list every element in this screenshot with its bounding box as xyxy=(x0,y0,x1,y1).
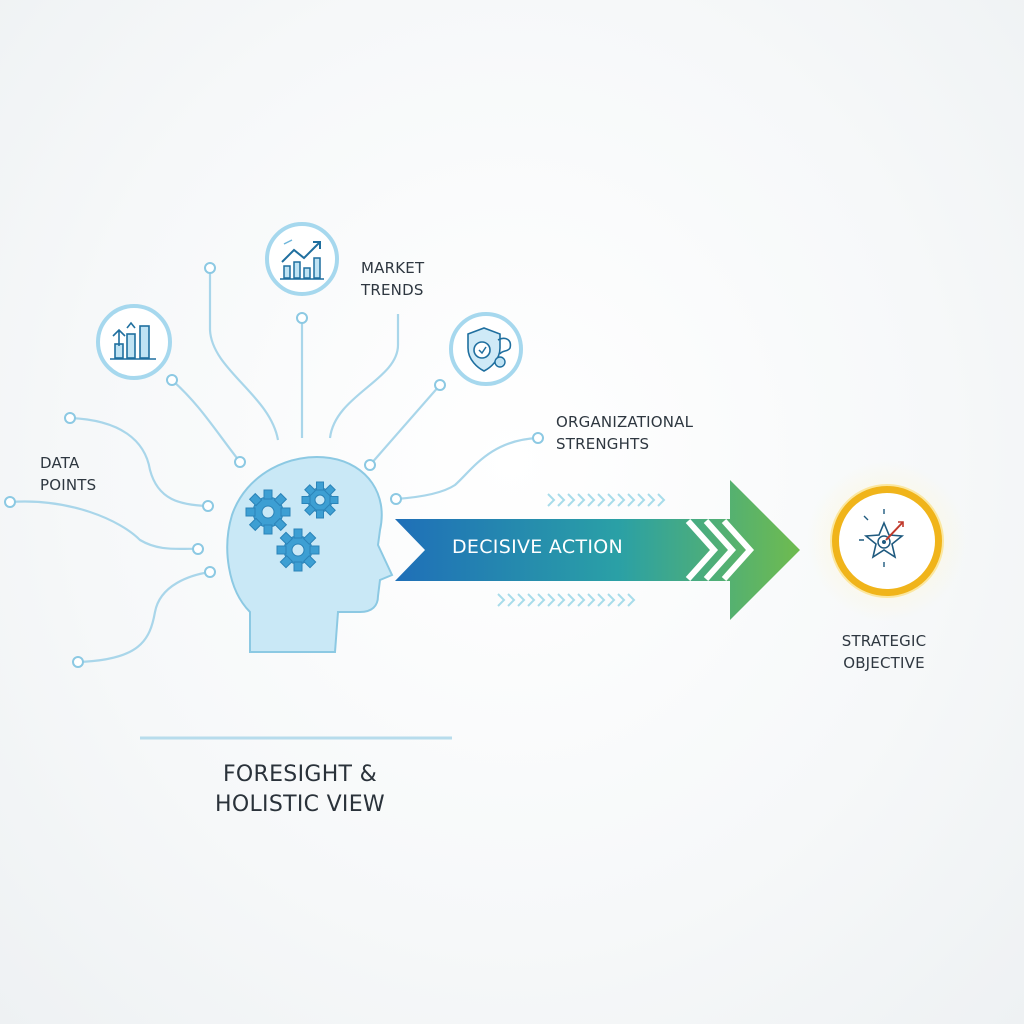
connector-node xyxy=(532,432,544,444)
connector-line xyxy=(395,436,539,501)
label-strategic-objective: STRATEGIC OBJECTIVE xyxy=(834,630,934,674)
connector-node xyxy=(4,496,16,508)
connector-node xyxy=(434,379,446,391)
connector-line xyxy=(369,384,441,466)
label-line: POINTS xyxy=(40,476,97,494)
chevron-trail-top xyxy=(547,493,666,507)
label-data-points: DATA POINTS xyxy=(40,452,96,496)
connector-node xyxy=(64,412,76,424)
connector-node xyxy=(234,456,246,468)
gear-icon xyxy=(245,489,291,535)
connector-line xyxy=(77,570,211,664)
decisive-action-arrow xyxy=(395,480,800,620)
label-line: ORGANIZATIONAL xyxy=(556,413,694,431)
connector-line xyxy=(208,268,280,441)
connector-node xyxy=(166,374,178,386)
label-line: MARKET xyxy=(361,259,425,277)
decisive-action-label: DECISIVE ACTION xyxy=(452,536,624,558)
label-line: OBJECTIVE xyxy=(843,654,925,672)
bar-chart-growth-icon xyxy=(96,304,172,380)
label-line: STRENGHTS xyxy=(556,435,650,453)
label-organizational-strengths: ORGANIZATIONAL STRENGHTS xyxy=(556,411,693,455)
gear-icon xyxy=(276,528,320,572)
label-line: TRENDS xyxy=(361,281,424,299)
connector-node xyxy=(390,493,402,505)
connector-node xyxy=(364,459,376,471)
connector-lines xyxy=(9,268,539,664)
connector-line xyxy=(328,314,400,439)
connector-node xyxy=(296,312,308,324)
caption-line: FORESIGHT & xyxy=(222,762,378,787)
label-market-trends: MARKET TRENDS xyxy=(361,257,424,301)
target-star-arrow-icon xyxy=(807,461,967,621)
head-with-gears-icon xyxy=(226,456,394,653)
connector-line xyxy=(9,500,199,551)
caption-line: HOLISTIC VIEW xyxy=(215,792,385,817)
connector-node xyxy=(202,500,214,512)
connector-node xyxy=(204,566,216,578)
connector-node xyxy=(204,262,216,274)
shield-strength-icon xyxy=(449,312,523,386)
label-line: STRATEGIC xyxy=(841,632,927,650)
label-line: DATA xyxy=(40,454,80,472)
connector-node xyxy=(72,656,84,668)
connector-line xyxy=(171,379,241,463)
gear-icon xyxy=(301,481,339,519)
connector-nodes xyxy=(4,262,544,668)
connector-line xyxy=(69,416,209,508)
foresight-caption: FORESIGHT & HOLISTIC VIEW xyxy=(140,760,460,820)
trend-line-chart-icon xyxy=(265,222,339,296)
chevron-trail-bottom xyxy=(497,593,636,607)
connector-node xyxy=(192,543,204,555)
